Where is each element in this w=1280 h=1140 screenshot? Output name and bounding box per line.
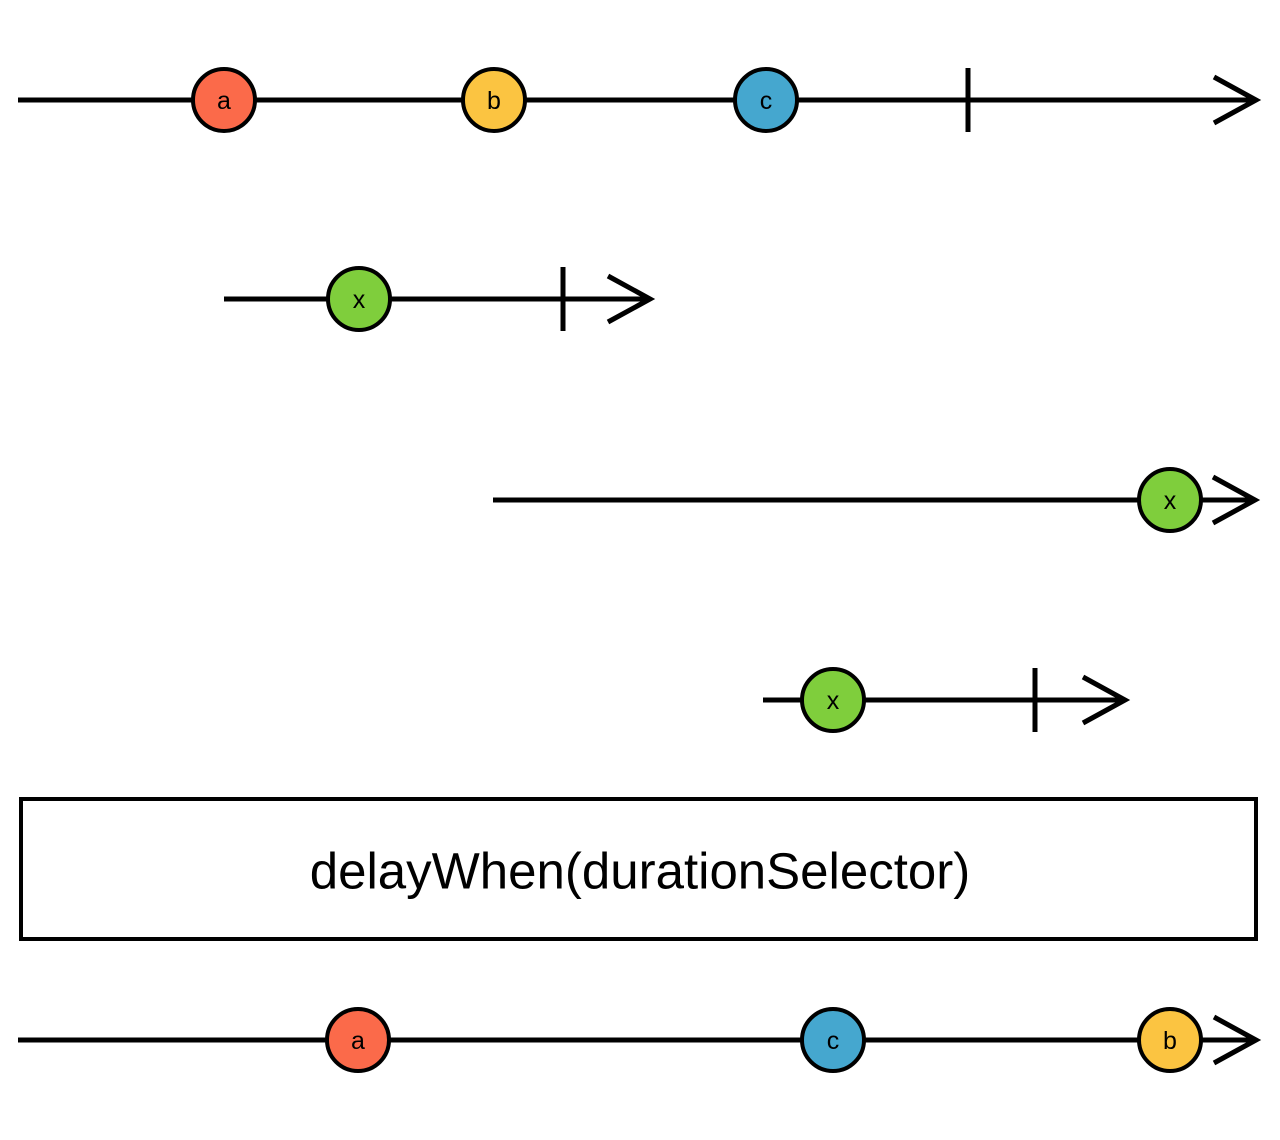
marble-source-a[interactable]: a <box>191 67 257 133</box>
marble-circle-b[interactable] <box>461 67 527 133</box>
marble-duration-c-x[interactable]: x <box>800 667 866 733</box>
marble-circle-c[interactable] <box>800 1007 866 1073</box>
marble-duration-a-x[interactable]: x <box>326 266 392 332</box>
marble-circle-b[interactable] <box>1137 1007 1203 1073</box>
timeline-duration-selector-for-c: x <box>763 667 1131 733</box>
timeline-source-observable: a b c <box>18 67 1262 133</box>
marble-label-x: x <box>827 687 840 715</box>
marble-label-x: x <box>1164 487 1177 515</box>
marble-circle-c[interactable] <box>733 67 799 133</box>
marble-circle-x[interactable] <box>1137 467 1203 533</box>
marble-circle-a[interactable] <box>191 67 257 133</box>
marble-circle-x[interactable] <box>326 266 392 332</box>
marble-output-a[interactable]: a <box>325 1007 391 1073</box>
marble-label-b: b <box>487 87 501 115</box>
marble-output-c[interactable]: c <box>800 1007 866 1073</box>
operator-box <box>19 797 1258 941</box>
marble-duration-b-x[interactable]: x <box>1137 467 1203 533</box>
timeline-duration-selector-for-a: x <box>224 266 656 332</box>
marble-label-a: a <box>351 1027 365 1055</box>
timeline-arrowhead-output <box>1212 1014 1262 1066</box>
timeline-arrowhead-duration-b <box>1211 474 1261 526</box>
marble-label-x: x <box>353 286 366 314</box>
marble-label-a: a <box>217 87 231 115</box>
timelines-layer: a b c x x x a c b <box>18 67 1262 1073</box>
operator-box-label: delayWhen(durationSelector) <box>310 843 971 900</box>
timeline-arrowhead-duration-c <box>1081 674 1131 726</box>
marble-circle-x[interactable] <box>800 667 866 733</box>
marble-label-b: b <box>1163 1027 1177 1055</box>
marble-circle-a[interactable] <box>325 1007 391 1073</box>
marble-output-b[interactable]: b <box>1137 1007 1203 1073</box>
marble-label-c: c <box>827 1027 840 1055</box>
marble-source-b[interactable]: b <box>461 67 527 133</box>
timeline-duration-selector-for-b: x <box>493 467 1261 533</box>
marble-label-c: c <box>760 87 773 115</box>
timeline-arrowhead-duration-a <box>606 273 656 325</box>
timeline-arrowhead-source <box>1212 74 1262 126</box>
marble-source-c[interactable]: c <box>733 67 799 133</box>
operator-box-layer: delayWhen(durationSelector) <box>19 797 1258 941</box>
